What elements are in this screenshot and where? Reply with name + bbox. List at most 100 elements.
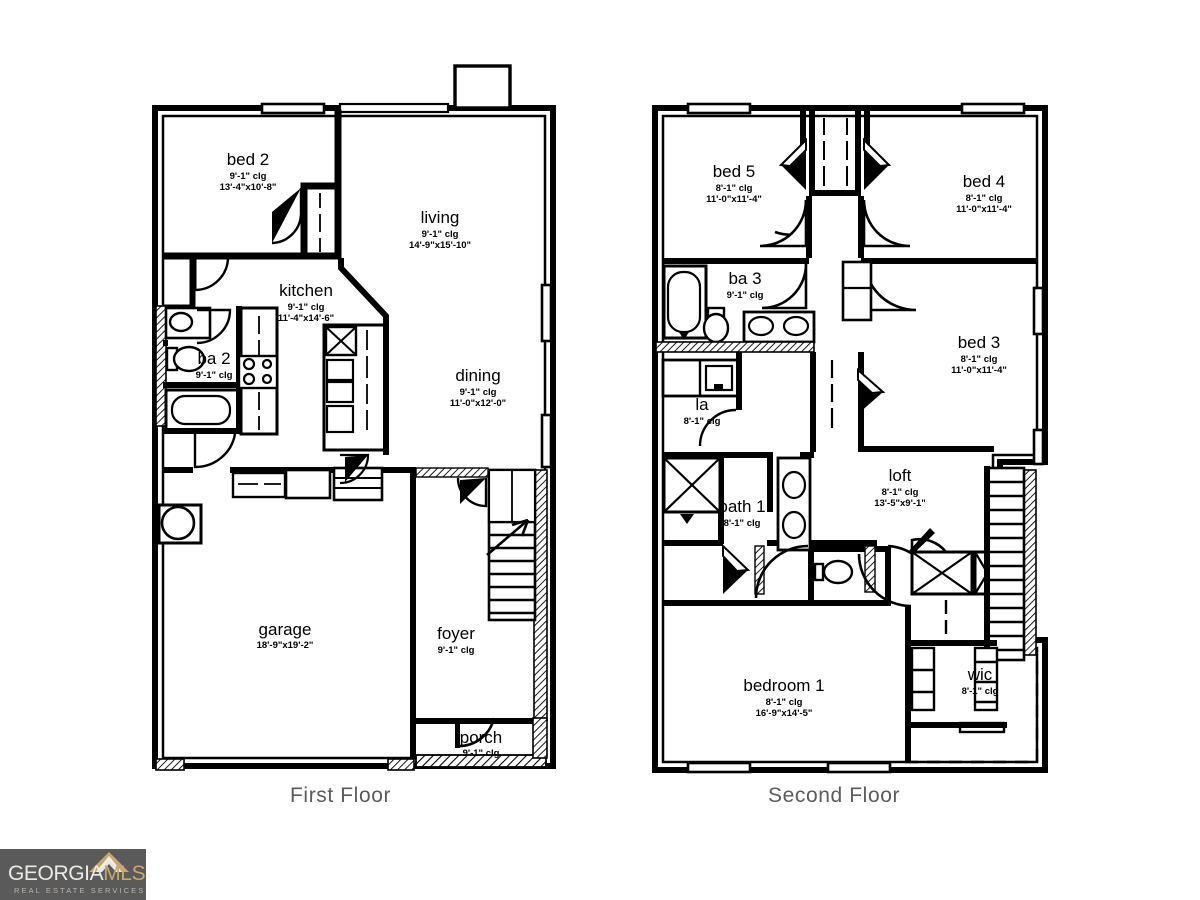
loft-closet bbox=[908, 528, 1002, 596]
room-label-bedroom-1: bedroom 1 8'-1" clg 16'-9"x14'-5" bbox=[743, 676, 824, 719]
room-ceiling: 9'-1" clg bbox=[727, 290, 764, 301]
room-ceiling: 9'-1" clg bbox=[460, 387, 497, 398]
room-name: la bbox=[695, 395, 709, 414]
room-ceiling: 8'-1" clg bbox=[882, 487, 919, 498]
second-floor-dashed-outline bbox=[905, 655, 1039, 764]
logo-mls: MLS bbox=[103, 862, 146, 885]
room-name: ba 2 bbox=[197, 349, 230, 368]
room-name: dining bbox=[455, 366, 500, 385]
room-size: 13'-4"x10'-8" bbox=[220, 182, 277, 193]
hall-linen-closet bbox=[841, 260, 873, 322]
room-ceiling: 8'-1" clg bbox=[724, 518, 761, 529]
room-name: bedroom 1 bbox=[743, 676, 824, 695]
first-floor-plan bbox=[152, 64, 556, 771]
room-label-loft: loft 8'-1" clg 13'-5"x9'-1" bbox=[874, 466, 926, 509]
garage-door-threshold bbox=[155, 758, 415, 771]
first-floor-angled-wall bbox=[338, 258, 389, 455]
room-label-dining: dining 9'-1" clg 11'-0"x12'-0" bbox=[450, 366, 506, 409]
room-size: 11'-0"x12'-0" bbox=[450, 398, 506, 409]
room-name: bed 4 bbox=[963, 172, 1006, 191]
logo-tagline: REAL ESTATE SERVICES bbox=[14, 886, 146, 895]
room-label-bath-1: bath 1 8'-1" clg bbox=[718, 497, 765, 529]
room-size: 18'-9"x19'-2" bbox=[257, 640, 314, 651]
wic-partitions bbox=[905, 606, 1007, 762]
door-bed-5-closet bbox=[778, 137, 807, 190]
logo-georgia: GEORGIA bbox=[8, 862, 104, 885]
room-label-kitchen: kitchen 9'-1" clg 11'-4"x14'-6" bbox=[278, 281, 334, 324]
first-floor-windows bbox=[260, 102, 553, 469]
room-label-bed-2: bed 2 9'-1" clg 13'-4"x10'-8" bbox=[220, 150, 277, 193]
room-size: 11'-0"x11'-4" bbox=[706, 194, 762, 205]
room-ceiling: 9'-1" clg bbox=[230, 171, 267, 182]
room-label-ba-3: ba 3 9'-1" clg bbox=[727, 269, 764, 301]
room-name: kitchen bbox=[279, 281, 333, 300]
door-bed-4 bbox=[862, 199, 911, 248]
room-size: 11'-4"x14'-6" bbox=[278, 313, 334, 324]
room-ceiling: 8'-1" clg bbox=[716, 183, 753, 194]
bathroom-2-fixtures bbox=[155, 305, 242, 434]
room-ceiling: 8'-1" clg bbox=[684, 416, 721, 427]
mudroom-bench bbox=[231, 453, 384, 502]
room-ceiling: 9'-1" clg bbox=[463, 748, 500, 759]
first-floor-caption: First Floor bbox=[290, 784, 392, 807]
room-label-wic: wic 8'-1" clg bbox=[962, 665, 999, 697]
room-name: bed 3 bbox=[958, 333, 1001, 352]
georgia-mls-logo: GEORGIAMLS REAL ESTATE SERVICES bbox=[0, 849, 146, 900]
door-bed-4-closet bbox=[863, 137, 892, 190]
room-name: living bbox=[421, 208, 460, 227]
room-size: 16'-9"x14'-5" bbox=[756, 708, 813, 719]
room-ceiling: 9'-1" clg bbox=[422, 229, 459, 240]
room-ceiling: 9'-1" clg bbox=[288, 302, 325, 313]
room-name: loft bbox=[889, 466, 912, 485]
roof-icon bbox=[89, 852, 129, 872]
room-label-ba-2: ba 2 9'-1" clg bbox=[196, 349, 233, 381]
room-name: bed 5 bbox=[713, 162, 756, 181]
room-ceiling: 9'-1" clg bbox=[438, 645, 475, 656]
laundry-fixtures bbox=[661, 352, 742, 410]
room-label-bed-4: bed 4 8'-1" clg 11'-0"x11'-4" bbox=[956, 172, 1012, 215]
garage-water-heater bbox=[157, 503, 203, 545]
room-size: 13'-5"x9'-1" bbox=[874, 498, 926, 509]
first-floor-interior-walls bbox=[162, 109, 342, 311]
wic-shelving bbox=[910, 646, 999, 712]
second-floor-plan bbox=[652, 102, 1048, 774]
room-ceiling: 8'-1" clg bbox=[966, 193, 1003, 204]
bathroom-1-fixtures bbox=[662, 456, 876, 595]
bathroom-3-fixtures bbox=[655, 264, 816, 353]
room-name: garage bbox=[259, 620, 312, 639]
room-label-garage: garage 18'-9"x19'-2" bbox=[257, 620, 314, 651]
door-bathroom-2 bbox=[196, 308, 232, 345]
door-bed-3-closet bbox=[857, 367, 886, 414]
room-ceiling: 8'-1" clg bbox=[961, 354, 998, 365]
room-label-porch: porch 9'-1" clg bbox=[460, 728, 503, 759]
room-name: ba 3 bbox=[728, 269, 761, 288]
door-wic bbox=[857, 553, 912, 608]
room-size: 11'-0"x11'-4" bbox=[951, 365, 1007, 376]
foyer-stairs bbox=[415, 467, 548, 721]
room-label-living: living 9'-1" clg 14'-9"x15'-10" bbox=[409, 208, 471, 251]
door-bed-2 bbox=[271, 188, 303, 245]
logo-wordmark: GEORGIAMLS bbox=[8, 862, 146, 886]
room-name: foyer bbox=[437, 624, 475, 643]
kitchen-cabinets bbox=[237, 306, 388, 452]
door-bath-1 bbox=[722, 543, 751, 594]
door-hall-lower bbox=[193, 433, 237, 469]
door-hall-bed2 bbox=[193, 255, 230, 292]
room-ceiling: 9'-1" clg bbox=[196, 370, 233, 381]
room-name: bed 2 bbox=[227, 150, 270, 169]
door-laundry bbox=[698, 408, 737, 447]
room-label-foyer: foyer 9'-1" clg bbox=[437, 624, 475, 656]
room-label-la: la 8'-1" clg bbox=[684, 395, 721, 427]
second-floor-caption: Second Floor bbox=[768, 784, 901, 807]
door-ba-3 bbox=[761, 263, 808, 310]
room-name: bath 1 bbox=[718, 497, 765, 516]
room-label-bed-5: bed 5 8'-1" clg 11'-0"x11'-4" bbox=[706, 162, 762, 205]
room-size: 14'-9"x15'-10" bbox=[409, 240, 471, 251]
room-name: wic bbox=[967, 665, 993, 684]
second-floor-closet-rods bbox=[823, 118, 848, 186]
room-ceiling: 8'-1" clg bbox=[962, 686, 999, 697]
room-size: 11'-0"x11'-4" bbox=[956, 204, 1012, 215]
second-floor-stairs bbox=[984, 466, 1037, 662]
